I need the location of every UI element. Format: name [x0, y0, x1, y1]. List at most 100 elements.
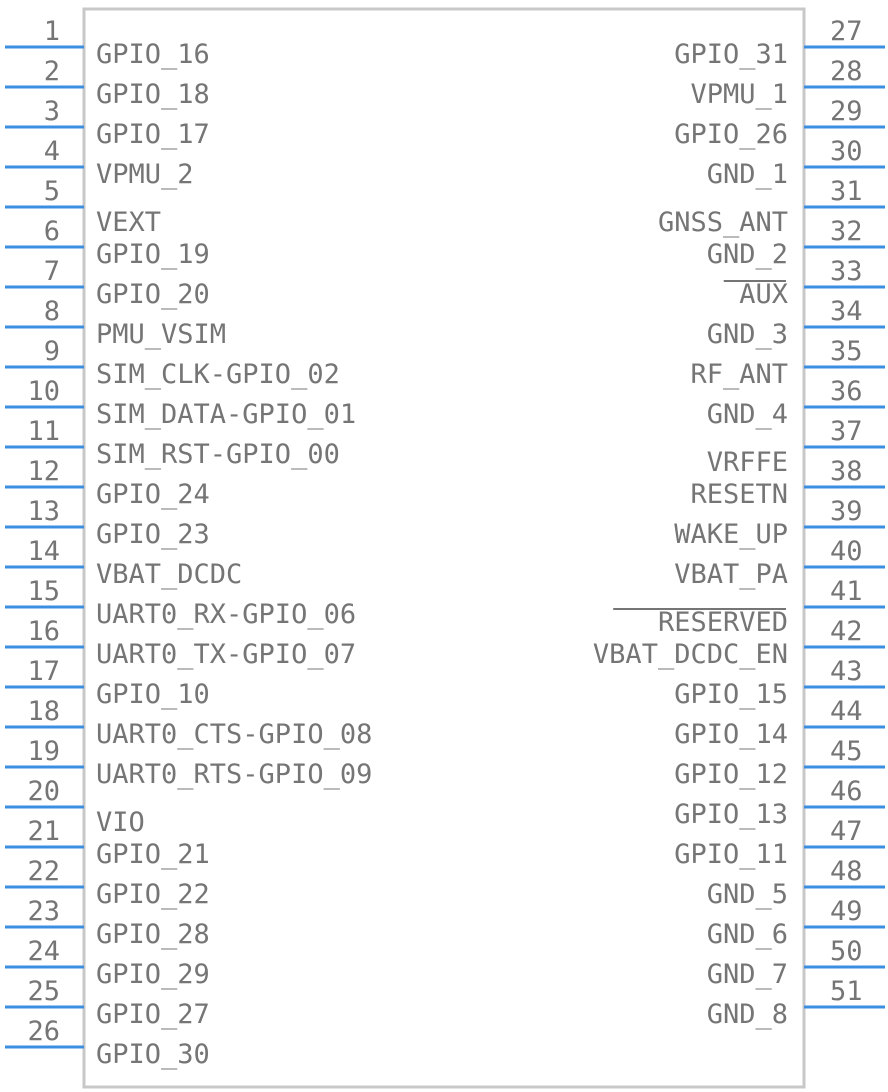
pin-label: UART0_RX-GPIO_06	[96, 599, 356, 630]
pin-label: VEXT	[96, 207, 161, 238]
pin-number: 5	[44, 176, 60, 207]
pin-number: 50	[830, 936, 863, 967]
pin-number: 18	[27, 696, 60, 727]
pin-label: GPIO_18	[96, 79, 210, 110]
pin-label: GPIO_11	[674, 839, 788, 870]
pin-number: 14	[27, 536, 60, 567]
pin-number: 46	[830, 776, 863, 807]
pin-label: VRFFE	[707, 447, 788, 478]
pin-label: GPIO_12	[674, 759, 788, 790]
pin-number: 34	[830, 296, 863, 327]
pin-label: GND_7	[707, 959, 788, 990]
pin-label: GND_2	[707, 239, 788, 270]
pin-number: 22	[27, 856, 60, 887]
pin-label: VBAT_DCDC_EN	[593, 639, 788, 670]
pin-number: 8	[44, 296, 60, 327]
pin-number: 33	[830, 256, 863, 287]
pin-label: GPIO_13	[674, 799, 788, 830]
pin-label: VBAT_PA	[674, 559, 788, 590]
pin-number: 32	[830, 216, 863, 247]
pin-number: 2	[44, 56, 60, 87]
pin-label: GPIO_31	[674, 39, 788, 70]
pin-number: 21	[27, 816, 60, 847]
pin-number: 39	[830, 496, 863, 527]
pin-number: 27	[830, 16, 863, 47]
pin-label: GND_4	[707, 399, 788, 430]
pin-label: GPIO_10	[96, 679, 210, 710]
pin-number: 45	[830, 736, 863, 767]
pin-number: 3	[44, 96, 60, 127]
pin-label: SIM_RST-GPIO_00	[96, 439, 340, 470]
pin-number: 1	[44, 16, 60, 47]
pin-label: GPIO_14	[674, 719, 788, 750]
pin-number: 38	[830, 456, 863, 487]
pin-label: GND_8	[707, 999, 788, 1030]
pin-number: 37	[830, 416, 863, 447]
pin-number: 41	[830, 576, 863, 607]
pin-label: RESETN	[690, 479, 788, 510]
pin-number: 36	[830, 376, 863, 407]
pin-number: 9	[44, 336, 60, 367]
pin-number: 35	[830, 336, 863, 367]
pin-number: 47	[830, 816, 863, 847]
pin-label: GPIO_19	[96, 239, 210, 270]
pin-number: 25	[27, 976, 60, 1007]
pin-number: 17	[27, 656, 60, 687]
pin-number: 20	[27, 776, 60, 807]
pin-label: GPIO_20	[96, 279, 210, 310]
pin-label: GPIO_27	[96, 999, 210, 1030]
left-pin-group: 1GPIO_162GPIO_183GPIO_174VPMU_25VEXT6GPI…	[5, 16, 372, 1070]
pin-label: GPIO_30	[96, 1039, 210, 1070]
pin-number: 43	[830, 656, 863, 687]
pin-label: SIM_DATA-GPIO_01	[96, 399, 356, 430]
pin-number: 13	[27, 496, 60, 527]
pin-number: 15	[27, 576, 60, 607]
pin-label: GPIO_28	[96, 919, 210, 950]
pin-label: UART0_CTS-GPIO_08	[96, 719, 372, 750]
pin-number: 49	[830, 896, 863, 927]
pin-number: 30	[830, 136, 863, 167]
pin-label: GND_5	[707, 879, 788, 910]
pin-number: 7	[44, 256, 60, 287]
pin-number: 23	[27, 896, 60, 927]
pin-label: GPIO_29	[96, 959, 210, 990]
pin-label: GPIO_26	[674, 119, 788, 150]
pin-number: 16	[27, 616, 60, 647]
pin-number: 10	[27, 376, 60, 407]
pin-number: 6	[44, 216, 60, 247]
